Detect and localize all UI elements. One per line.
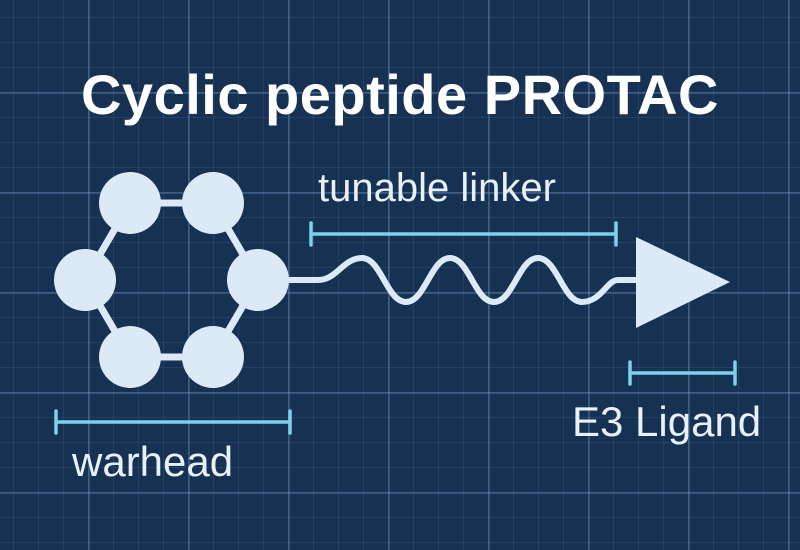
ring-node [182, 172, 244, 234]
ring-node [99, 326, 161, 388]
cyclic-peptide-ring-icon [54, 172, 289, 388]
ring-node [182, 326, 244, 388]
warhead-bracket [54, 409, 292, 435]
ring-node [99, 172, 161, 234]
e3-ligand-label: E3 Ligand [572, 398, 762, 445]
ligand-bracket [628, 360, 737, 386]
ring-node [227, 249, 289, 311]
wavy-linker-icon [285, 255, 643, 305]
linker-label: tunable linker [318, 166, 556, 210]
ring-node [54, 249, 116, 311]
diagram-title: Cyclic peptide PROTAC [80, 63, 719, 126]
linker-bracket [309, 221, 618, 247]
warhead-label: warhead [72, 438, 234, 485]
e3-ligand-triangle-icon [636, 237, 730, 328]
